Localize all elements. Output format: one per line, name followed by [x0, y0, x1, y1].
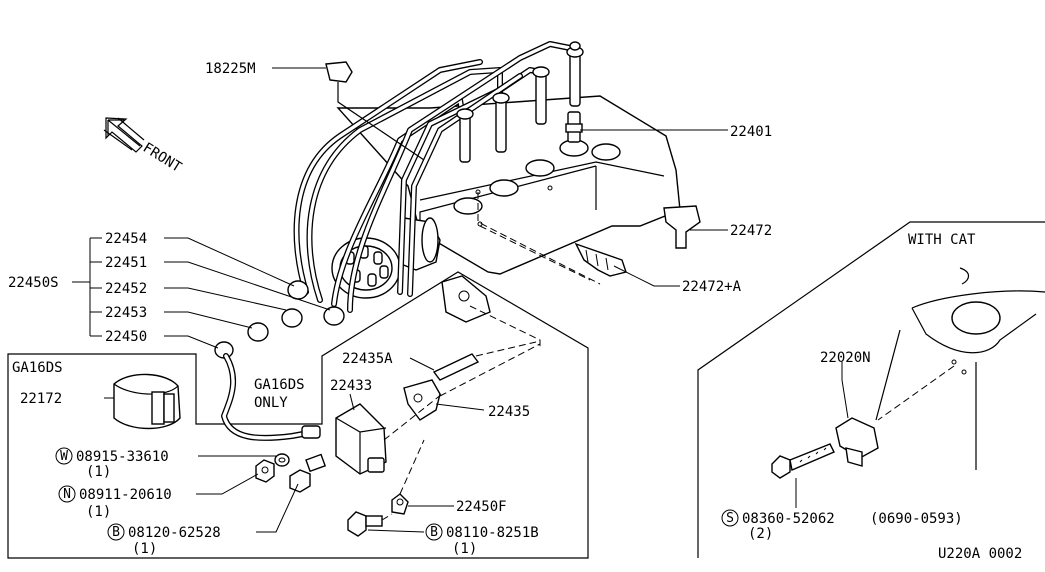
n-symbol: N: [63, 487, 71, 502]
label-22435: 22435: [488, 404, 530, 420]
fastener-b2: B 08110-8251B (1): [425, 523, 539, 557]
bolt-08360: [771, 443, 835, 479]
label-22450F: 22450F: [456, 499, 507, 515]
b2-symbol-icon: [425, 523, 443, 541]
label-ga16ds-box: GA16DS: [12, 360, 63, 376]
w-qty: (1): [86, 464, 111, 480]
label-22435A: 22435A: [342, 351, 393, 367]
spark-plug-boots: [456, 41, 584, 163]
b1-qty: (1): [132, 541, 157, 557]
b2-qty: (1): [452, 541, 477, 557]
front-label: FRONT: [140, 140, 185, 176]
washer-08915: [274, 453, 290, 467]
nut-08911: [255, 459, 275, 483]
fastener-s: S 08360-52062 (0690-0593) (2): [721, 509, 963, 542]
w-symbol: W: [60, 449, 68, 464]
w-number: 08915-33610: [76, 449, 169, 465]
label-22452: 22452: [105, 281, 147, 297]
w-symbol-icon: [55, 447, 73, 465]
b1-number: 08120-62528: [128, 525, 221, 541]
s-symbol: S: [726, 511, 734, 526]
label-22450S: 22450S: [8, 275, 59, 291]
label-18225M: 18225M: [205, 61, 256, 77]
label-22172: 22172: [20, 391, 62, 407]
fastener-n: N 08911-20610 (1): [58, 485, 172, 520]
b1-symbol: B: [112, 525, 120, 540]
ga16ds-inset-frame: [7, 271, 589, 559]
clip-18225M: [325, 61, 425, 161]
wire-ends: [214, 280, 345, 359]
s-number: 08360-52062: [742, 511, 835, 527]
b1-symbol-icon: [107, 523, 125, 541]
front-arrow-icon: [103, 117, 145, 153]
cat-bracket: [875, 267, 1045, 470]
label-22453: 22453: [105, 305, 147, 321]
label-22401: 22401: [730, 124, 772, 140]
s-symbol-icon: [721, 509, 739, 527]
ignition-coil-22433: [335, 393, 443, 475]
sensor-22435A: [432, 341, 537, 381]
label-ga16ds-only-2: ONLY: [254, 395, 288, 411]
with-cat-frame: [697, 221, 1045, 558]
diagram-code: U220A 0002: [938, 546, 1022, 562]
s-range: (0690-0593): [870, 511, 963, 527]
label-ga16ds-only-1: GA16DS: [254, 377, 305, 393]
clamp-22472: [663, 205, 701, 249]
bolt-08110: [347, 511, 393, 537]
ga16ds-only-wire: [221, 353, 321, 441]
label-22450: 22450: [105, 329, 147, 345]
label-with-cat: WITH CAT: [908, 232, 976, 248]
bracket-22435: [403, 343, 541, 421]
clip-22450F: [391, 439, 425, 515]
b2-symbol: B: [430, 525, 438, 540]
label-22472: 22472: [730, 223, 772, 239]
bracket-upper: [441, 275, 541, 348]
sensor-22020N: [835, 417, 879, 467]
ignition-wire-harness: [293, 41, 573, 313]
b2-number: 08110-8251B: [446, 525, 539, 541]
leader-lines: [72, 67, 849, 533]
label-22020N: 22020N: [820, 350, 871, 366]
s-qty: (2): [748, 526, 773, 542]
label-22451: 22451: [105, 255, 147, 271]
spark-plug-22401: [565, 111, 583, 143]
label-22433: 22433: [330, 378, 372, 394]
n-symbol-icon: [58, 485, 76, 503]
fastener-w: W 08915-33610 (1): [55, 447, 169, 480]
clamp-22472A: [574, 242, 627, 277]
coil-22172: [113, 373, 181, 430]
n-qty: (1): [86, 504, 111, 520]
label-22472A: 22472+A: [682, 279, 742, 295]
n-number: 08911-20610: [79, 487, 172, 503]
label-22454: 22454: [105, 231, 147, 247]
fastener-b1: B 08120-62528 (1): [107, 523, 221, 557]
bolt-08120: [289, 453, 327, 493]
